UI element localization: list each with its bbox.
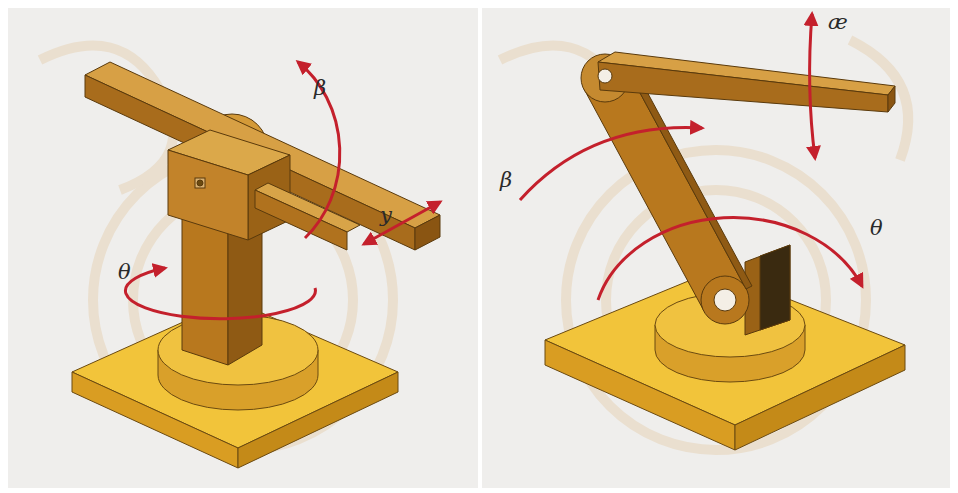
motion-label: β	[500, 170, 512, 191]
motion-arrow	[364, 202, 440, 244]
arm-sleeve	[255, 190, 347, 250]
motion-label: æ	[828, 12, 848, 33]
head-bracket	[168, 150, 248, 240]
lower-arm	[714, 289, 736, 311]
upper-arm	[598, 52, 895, 112]
upper-arm	[888, 86, 895, 112]
motion-arrow	[125, 268, 315, 319]
arm-sleeve	[255, 183, 360, 250]
motion-label: θ	[870, 218, 883, 239]
upper-arm	[598, 69, 612, 83]
upper-arm	[598, 62, 888, 112]
head-bracket	[195, 178, 205, 188]
head-bracket	[197, 180, 203, 186]
column	[182, 215, 228, 365]
lower-arm	[584, 67, 746, 311]
sliding-arm	[415, 215, 440, 250]
motion-arrow	[520, 14, 862, 300]
sliding-arm	[85, 75, 415, 250]
panel-ground	[482, 8, 950, 488]
motion-label: θ	[118, 262, 131, 283]
motion-arrow	[298, 62, 340, 238]
motion-arrow	[125, 62, 440, 319]
watermark	[40, 40, 908, 450]
motion-arrow	[520, 128, 702, 200]
motion-arrow	[810, 14, 815, 158]
panel-ground	[8, 8, 950, 488]
lower-arm	[701, 276, 749, 324]
sliding-arm	[85, 62, 440, 250]
motion-label: y	[380, 205, 392, 226]
panel-ground	[8, 8, 478, 488]
shoulder-bracket	[745, 245, 790, 335]
shoulder-bracket	[760, 245, 790, 330]
motion-arrow	[598, 218, 862, 300]
shoulder-bracket	[745, 245, 790, 335]
motion-label: β	[314, 78, 326, 99]
